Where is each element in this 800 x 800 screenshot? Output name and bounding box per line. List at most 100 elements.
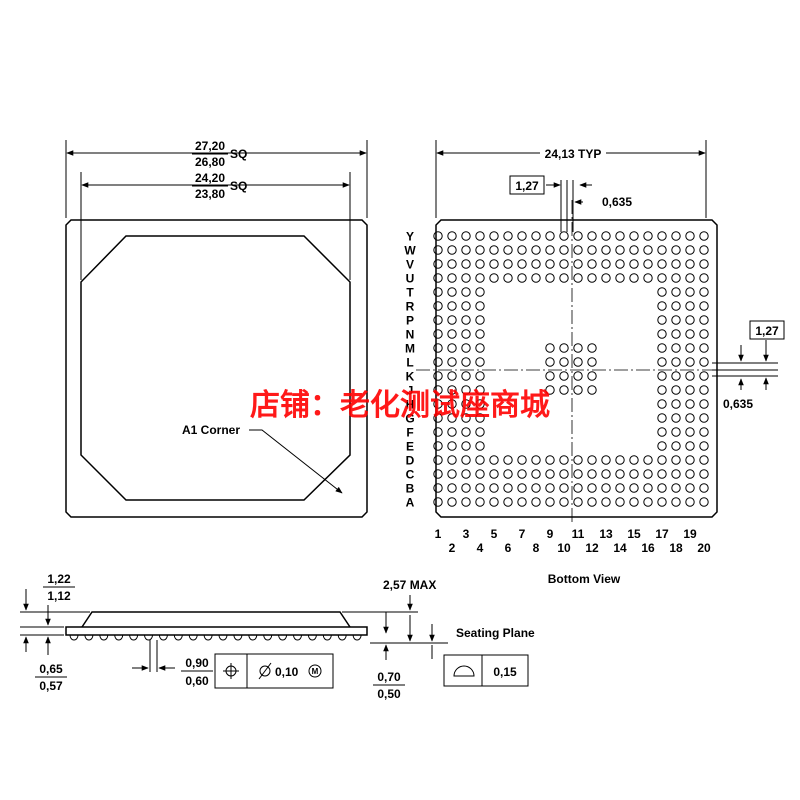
solder-ball-pad <box>447 441 457 451</box>
solder-ball-pad <box>559 231 569 241</box>
solder-ball-pad <box>657 245 667 255</box>
solder-ball-pad <box>475 371 485 381</box>
solder-ball-pad <box>475 301 485 311</box>
solder-ball-pad <box>461 385 471 395</box>
solder-ball-pad <box>699 273 709 283</box>
solder-ball-pad <box>643 469 653 479</box>
side-solder-ball <box>293 634 302 641</box>
solder-ball-pad <box>657 469 667 479</box>
side-solder-ball <box>218 634 228 641</box>
solder-ball-pad <box>671 245 681 255</box>
row-label: B <box>406 482 415 496</box>
solder-ball-pad <box>671 497 681 507</box>
solder-ball-pad <box>461 343 471 353</box>
solder-ball-pad <box>657 497 667 507</box>
solder-ball-pad <box>587 357 597 367</box>
solder-ball-pad <box>573 385 583 395</box>
solder-ball-pad <box>447 371 457 381</box>
solder-ball-pad <box>615 469 625 479</box>
solder-ball-pad <box>657 259 667 269</box>
solder-ball-pad <box>685 357 695 367</box>
solder-ball-pad <box>447 245 457 255</box>
solder-ball-pad <box>685 315 695 325</box>
solder-ball-pad <box>601 497 611 507</box>
row-label: N <box>406 328 415 342</box>
solder-ball-pad <box>587 245 597 255</box>
solder-ball-pad <box>475 427 485 437</box>
solder-ball-pad <box>615 273 625 283</box>
solder-ball-pad <box>531 273 541 283</box>
solder-ball-pad <box>559 385 569 395</box>
solder-ball-pad <box>671 329 681 339</box>
solder-ball-pad <box>657 357 667 367</box>
solder-ball-pad <box>643 245 653 255</box>
solder-ball-pad <box>685 469 695 479</box>
column-label: 17 <box>655 527 669 541</box>
column-label: 12 <box>585 541 599 555</box>
solder-ball-pad <box>447 427 457 437</box>
solder-ball-pad <box>503 231 513 241</box>
column-label: 1 <box>435 527 442 541</box>
array-width-label: 24,13 TYP <box>545 147 602 161</box>
column-label: 2 <box>449 541 456 555</box>
solder-ball-pad <box>489 469 499 479</box>
solder-ball-pad <box>685 483 695 493</box>
solder-ball-pad <box>433 343 443 353</box>
solder-ball-pad <box>433 399 443 409</box>
solder-ball-pad <box>503 259 513 269</box>
solder-ball-pad <box>433 497 443 507</box>
solder-ball-pad <box>699 371 709 381</box>
side-solder-ball <box>203 634 213 641</box>
solder-ball-pad <box>657 399 667 409</box>
pitch-box <box>509 175 545 195</box>
row-label: G <box>405 412 414 426</box>
solder-ball-pad <box>685 399 695 409</box>
solder-ball-pad <box>629 259 639 269</box>
solder-ball-pad <box>475 287 485 297</box>
solder-ball-pad <box>671 231 681 241</box>
row-label: D <box>406 454 415 468</box>
solder-ball-pad <box>475 343 485 353</box>
ball-dia-max: 0,90 <box>185 656 209 670</box>
solder-ball-pad <box>461 371 471 381</box>
solder-ball-pad <box>699 399 709 409</box>
solder-ball-pad <box>461 413 471 423</box>
solder-ball-pad <box>699 329 709 339</box>
solder-ball-pad <box>461 427 471 437</box>
solder-ball-pad <box>601 273 611 283</box>
solder-ball-pad <box>489 497 499 507</box>
solder-ball-pad <box>433 469 443 479</box>
solder-ball-pad <box>699 287 709 297</box>
solder-ball-pad <box>615 259 625 269</box>
solder-ball-pad <box>699 357 709 367</box>
solder-ball-pad <box>559 483 569 493</box>
ball-dia-min: 0,60 <box>185 674 209 688</box>
solder-ball-pad <box>685 441 695 451</box>
solder-ball-pad <box>587 371 597 381</box>
solder-ball-pad <box>573 343 583 353</box>
solder-ball-pad <box>699 469 709 479</box>
solder-ball-pad <box>545 483 555 493</box>
standoff-max: 0,70 <box>377 670 401 684</box>
solder-ball-pad <box>643 483 653 493</box>
package-outline <box>65 219 368 518</box>
solder-ball-pad <box>447 329 457 339</box>
solder-ball-pad <box>559 259 569 269</box>
solder-ball-pad <box>433 427 443 437</box>
solder-ball-pad <box>517 231 527 241</box>
bottom-package-outline <box>435 219 718 518</box>
solder-ball-pad <box>517 273 527 283</box>
solder-ball-pad <box>559 371 569 381</box>
row-label: E <box>406 440 414 454</box>
solder-ball-pad <box>657 329 667 339</box>
position-tolerance-frame: 0,10 M <box>214 653 334 689</box>
solder-ball-pad <box>615 483 625 493</box>
solder-ball-pad <box>671 315 681 325</box>
solder-ball-pad <box>447 301 457 311</box>
solder-ball-pad <box>489 245 499 255</box>
inner-dim-suffix: SQ <box>230 179 247 193</box>
solder-ball-pad <box>629 273 639 283</box>
solder-ball-pad <box>657 273 667 283</box>
solder-ball-pad <box>475 259 485 269</box>
solder-ball-pad <box>615 497 625 507</box>
